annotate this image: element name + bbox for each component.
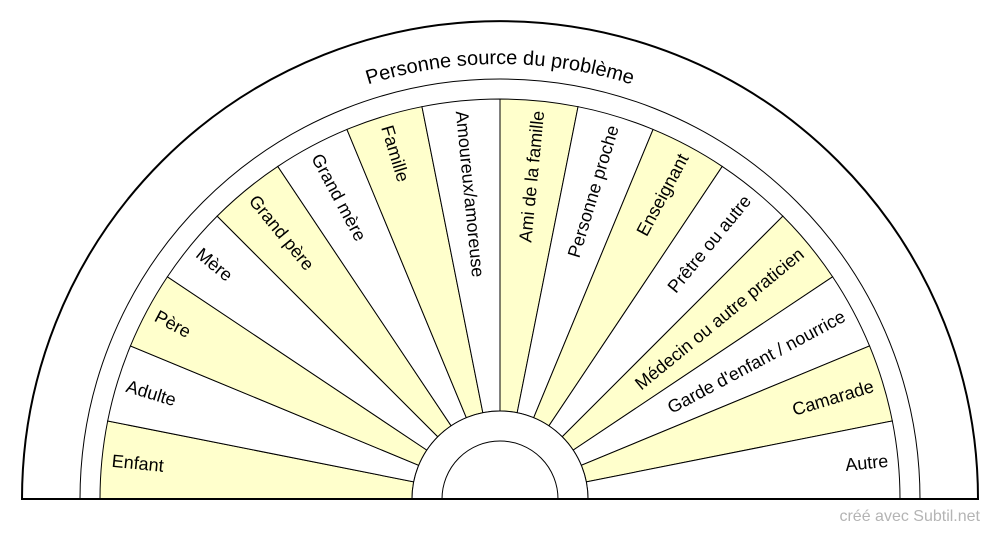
credit-text: créé avec Subtil.net: [839, 508, 980, 525]
center-hub-inner: [441, 440, 559, 500]
sector-label-autre: Autre: [844, 451, 889, 475]
